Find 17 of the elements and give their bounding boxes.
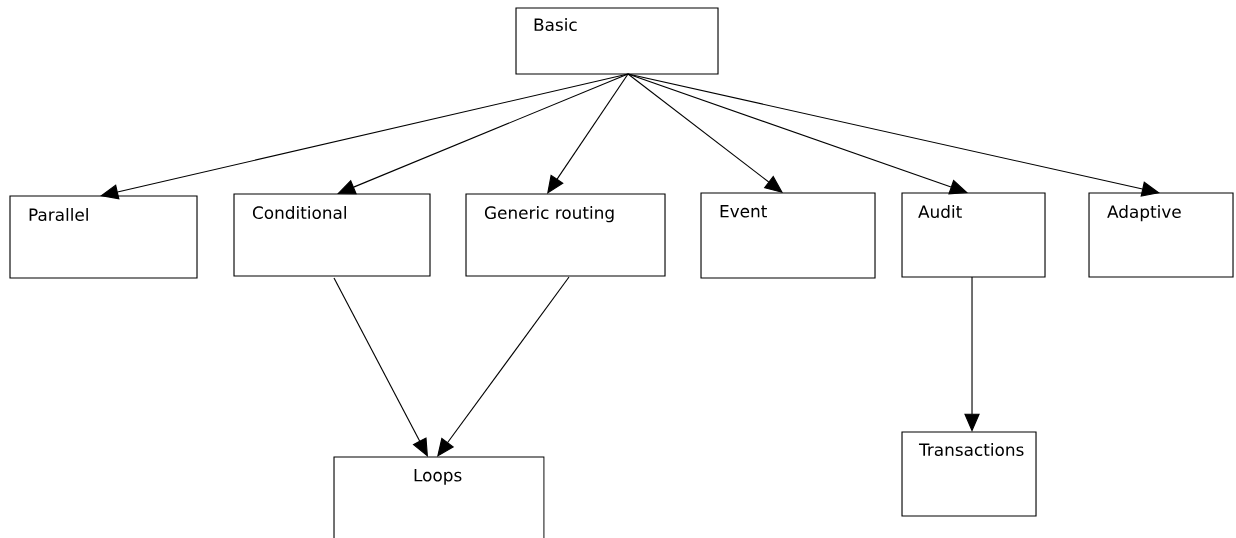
arrow xyxy=(547,73,629,194)
arrow xyxy=(437,276,570,457)
arrow xyxy=(627,73,1160,197)
process-box: Generic routing xyxy=(465,193,666,277)
process-box: Conditional xyxy=(233,193,431,277)
arrow xyxy=(627,73,968,195)
process-box: Loops xyxy=(333,456,545,538)
arrow xyxy=(337,73,629,195)
process-box: Event xyxy=(700,192,876,279)
arrow xyxy=(964,276,980,432)
process-box: Audit xyxy=(901,192,1046,278)
process-box: Basic xyxy=(515,7,719,75)
process-box: Parallel xyxy=(9,195,198,279)
process-box: Adaptive xyxy=(1088,192,1234,278)
process-box: Transactions xyxy=(901,431,1037,517)
arrow xyxy=(627,73,783,193)
arrow xyxy=(333,277,428,457)
